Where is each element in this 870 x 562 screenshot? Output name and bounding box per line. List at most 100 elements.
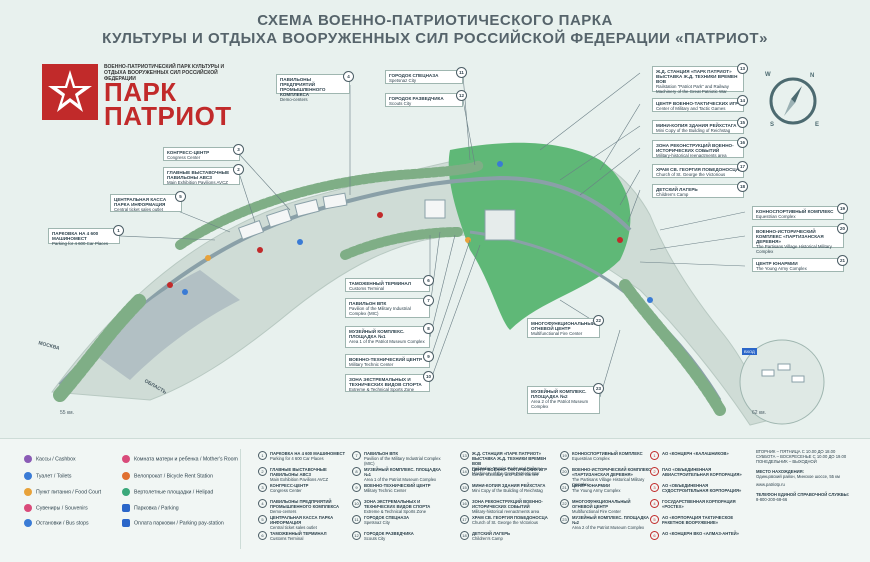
company-number: 3 <box>650 483 659 492</box>
callout-22[interactable]: 22 МНОГОФУНКЦИОНАЛЬНЫЙ ОГНЕВОЙ ЦЕНТР Mul… <box>527 315 604 338</box>
callout-subtitle: Center of Military and Tactic Games <box>656 106 726 111</box>
legend-heli: Вертолетные площадки / Helipad <box>122 488 213 496</box>
index-subtitle: Military Technic Center <box>364 488 407 493</box>
index-number: 13 <box>460 451 469 460</box>
callout-23[interactable]: 23 МУЗЕЙНЫЙ КОМПЛЕКС. ПЛОЩАДКА №2 Area 2… <box>527 383 604 414</box>
callout-number: 1 <box>113 225 124 236</box>
callout-number: 23 <box>593 383 604 394</box>
index-title: МНОГОФУНКЦИОНАЛЬНЫЙ ОГНЕВОЙ ЦЕНТР <box>572 499 631 509</box>
callout-number: 12 <box>456 90 467 101</box>
index-number: 19 <box>560 451 569 460</box>
index-title: ГЛАВНЫЕ ВЫСТАВОЧНЫЕ ПАВИЛЬОНЫ АВСЗ <box>270 467 327 477</box>
index-number: 9 <box>352 483 361 492</box>
phone-number[interactable]: 8-800-200-68-66 <box>756 497 788 502</box>
index-subtitle: Main Exhibition Pavilions AVCZ <box>270 477 329 482</box>
callout-number: 22 <box>593 315 604 326</box>
company-title: АО «КОНЦЕРН «КАЛАШНИКОВ» <box>662 451 729 456</box>
index-subtitle: Parking for 4 600 Car Places <box>270 456 324 461</box>
callout-14[interactable]: 14 ЦЕНТР ВОЕННО-ТАКТИЧЕСКИХ ИГР Center o… <box>652 95 748 112</box>
callout-subtitle: Scouts City <box>389 101 412 106</box>
callout-subtitle: Customs Terminal <box>349 286 385 291</box>
callout-2[interactable]: 2 ГЛАВНЫЕ ВЫСТАВОЧНЫЕ ПАВИЛЬОНЫ АВСЗ Mai… <box>163 164 244 185</box>
callout-subtitle: Church of St. George the Victorious <box>656 172 726 177</box>
callout-subtitle: The Partisans Village Historical Militar… <box>756 244 832 254</box>
index-subtitle: Children's Camp <box>472 536 503 541</box>
website-link[interactable]: www.patriotp.ru <box>756 482 785 487</box>
schedule-line-2: СУББОТА – ВОСКРЕСЕНЬЕ С 10.00 ДО 19.00 <box>756 454 847 459</box>
callout-7[interactable]: 7 ПАВИЛЬОН ВПК Pavilion of the Military … <box>345 295 434 318</box>
callout-12[interactable]: 12 ГОРОДОК РАЗВЕДЧИКА Scouts City <box>385 90 467 107</box>
index-title: МИНИ-КОПИЯ ЗДАНИЯ РЕЙХСТАГА <box>472 483 546 488</box>
bus-icon <box>24 519 32 527</box>
callout-20[interactable]: 20 ВОЕННО-ИСТОРИЧЕСКИЙ КОМПЛЕКС «ПАРТИЗА… <box>752 223 848 254</box>
address: Одинцовский район, Минское шоссе, 55 км <box>756 474 840 479</box>
callout-number: 7 <box>423 295 434 306</box>
company-title: АО «ОБЪЕДИНЕННАЯ СУДОСТРОИТЕЛЬНАЯ КОРПОР… <box>662 483 742 493</box>
index-title: ВОЕННО-ИСТОРИЧЕСКИЙ КОМПЛЕКС «ПАРТИЗАНСК… <box>572 467 652 477</box>
callout-8[interactable]: 8 МУЗЕЙНЫЙ КОМПЛЕКС. ПЛОЩАДКА №1 Area 1 … <box>345 323 434 348</box>
callout-16[interactable]: 16 ЗОНА РЕКОНСТРУКЦИЙ ВОЕННО-ИСТОРИЧЕСКИ… <box>652 137 748 158</box>
company-number: 4 <box>650 499 659 508</box>
index-title: ВОЕННО-ТЕХНИЧЕСКИЙ ЦЕНТР <box>364 483 431 488</box>
callout-subtitle: Military-historical reenactments area <box>656 153 727 158</box>
company-title: ПАО «ОБЪЕДИНЕННАЯ АВИАСТРОИТЕЛЬНАЯ КОРПО… <box>662 467 742 477</box>
index-number: 8 <box>352 467 361 476</box>
food-icon <box>24 488 32 496</box>
index-title: ЗОНА РЕКОНСТРУКЦИЙ ВОЕННО-ИСТОРИЧЕСКИХ С… <box>472 499 543 509</box>
callout-subtitle: Area 2 of the Patriot Museum Complex <box>531 399 589 409</box>
index-title: ЦЕНТРАЛЬНАЯ КАССА ПАРКА ИНФОРМАЦИЯ <box>270 515 334 525</box>
green-field <box>448 142 631 330</box>
title-line-2: КУЛЬТУРЫ И ОТДЫХА ВООРУЖЕННЫХ СИЛ РОССИЙ… <box>102 30 768 47</box>
callout-subtitle: Equestrian Complex <box>756 214 796 219</box>
schedule-block: ВТОРНИК – ПЯТНИЦА С 10.00 ДО 18.00 СУББО… <box>756 449 864 502</box>
park-map[interactable] <box>0 0 870 438</box>
index-number: 22 <box>560 499 569 508</box>
schedule-line-1: ВТОРНИК – ПЯТНИЦА С 10.00 ДО 18.00 <box>756 449 836 454</box>
callout-17[interactable]: 17 ХРАМ СВ. ГЕОРГИЯ ПОБЕДОНОСЦА Church o… <box>652 161 748 178</box>
callout-subtitle: Spetsnaz City <box>389 78 417 83</box>
callout-9[interactable]: 9 ВОЕННО-ТЕХНИЧЕСКИЙ ЦЕНТР Military Tech… <box>345 351 434 368</box>
callout-11[interactable]: 11 ГОРОДОК СПЕЦНАЗА Spetsnaz City <box>385 67 467 84</box>
callout-10[interactable]: 10 ЗОНА ЭКСТРЕМАЛЬНЫХ И ТЕХНИЧЕСКИХ ВИДО… <box>345 371 434 392</box>
callout-13[interactable]: 13 Ж.Д. СТАНЦИЯ «ПАРК ПАТРИОТ» ВЫСТАВКА … <box>652 63 748 94</box>
index-number: 14 <box>460 467 469 476</box>
index-title: ЦЕНТР ВОЕННО-ТАКТИЧЕСКИХ ИГР <box>472 467 548 472</box>
callout-title: ВОЕННО-ИСТОРИЧЕСКИЙ КОМПЛЕКС «ПАРТИЗАНСК… <box>756 229 824 244</box>
legend-toilets: Туалет / Toilets <box>24 472 71 480</box>
callout-subtitle: Multifunctional Fire Center <box>531 331 583 336</box>
forest-lower <box>53 293 147 402</box>
callout-5[interactable]: 5 ЦЕНТРАЛЬНАЯ КАССА ПАРКА ИНФОРМАЦИЯ Cen… <box>110 191 186 212</box>
callout-18[interactable]: 18 ДЕТСКИЙ ЛАГЕРЬ Children's Camp <box>652 181 748 198</box>
callout-1[interactable]: 1 ПАРКОВКА НА 4 600 МАШИНОМЕСТ Parking f… <box>48 225 124 246</box>
callout-title: ДЕТСКИЙ ЛАГЕРЬ <box>656 187 698 192</box>
star-emblem-icon <box>42 64 98 120</box>
callout-number: 13 <box>737 63 748 74</box>
callout-19[interactable]: 19 КОННОСПОРТИВНЫЙ КОМПЛЕКС Equestrian C… <box>752 203 848 220</box>
index-title: КОННОСПОРТИВНЫЙ КОМПЛЕКС <box>572 451 643 456</box>
callout-subtitle: The Young Army Complex <box>756 266 807 271</box>
callout-15[interactable]: 15 МИНИ-КОПИЯ ЗДАНИЯ РЕЙХСТАГА Mini Copy… <box>652 117 748 134</box>
legend-bicycle: Велопрокат / Bicycle Rent Station <box>122 472 213 480</box>
callout-number: 14 <box>737 95 748 106</box>
index-subtitle: The Partisans Village Historical Militar… <box>572 477 645 487</box>
index-subtitle: Area 2 of the Patriot Museum Complex <box>572 525 645 530</box>
callout-3[interactable]: 3 КОНГРЕСС-ЦЕНТР Congress Center <box>163 144 244 161</box>
index-number: 7 <box>352 451 361 460</box>
callout-number: 18 <box>737 181 748 192</box>
callout-4[interactable]: 4 ПАВИЛЬОНЫ ПРЕДПРИЯТИЙ ПРОМЫШЛЕННОГО КО… <box>276 71 354 102</box>
index-number: 5 <box>258 515 267 524</box>
callout-6[interactable]: 6 ТАМОЖЕННЫЙ ТЕРМИНАЛ Customs Terminal <box>345 275 434 292</box>
callout-21[interactable]: 21 ЦЕНТР ЮНАРМИИ The Young Army Complex <box>752 255 848 272</box>
callout-number: 16 <box>737 137 748 148</box>
parking-icon <box>122 504 130 512</box>
compass-icon: N S W E <box>764 72 822 130</box>
callout-number: 8 <box>423 323 434 334</box>
callout-title: ГОРОДОК СПЕЦНАЗА <box>389 73 439 78</box>
